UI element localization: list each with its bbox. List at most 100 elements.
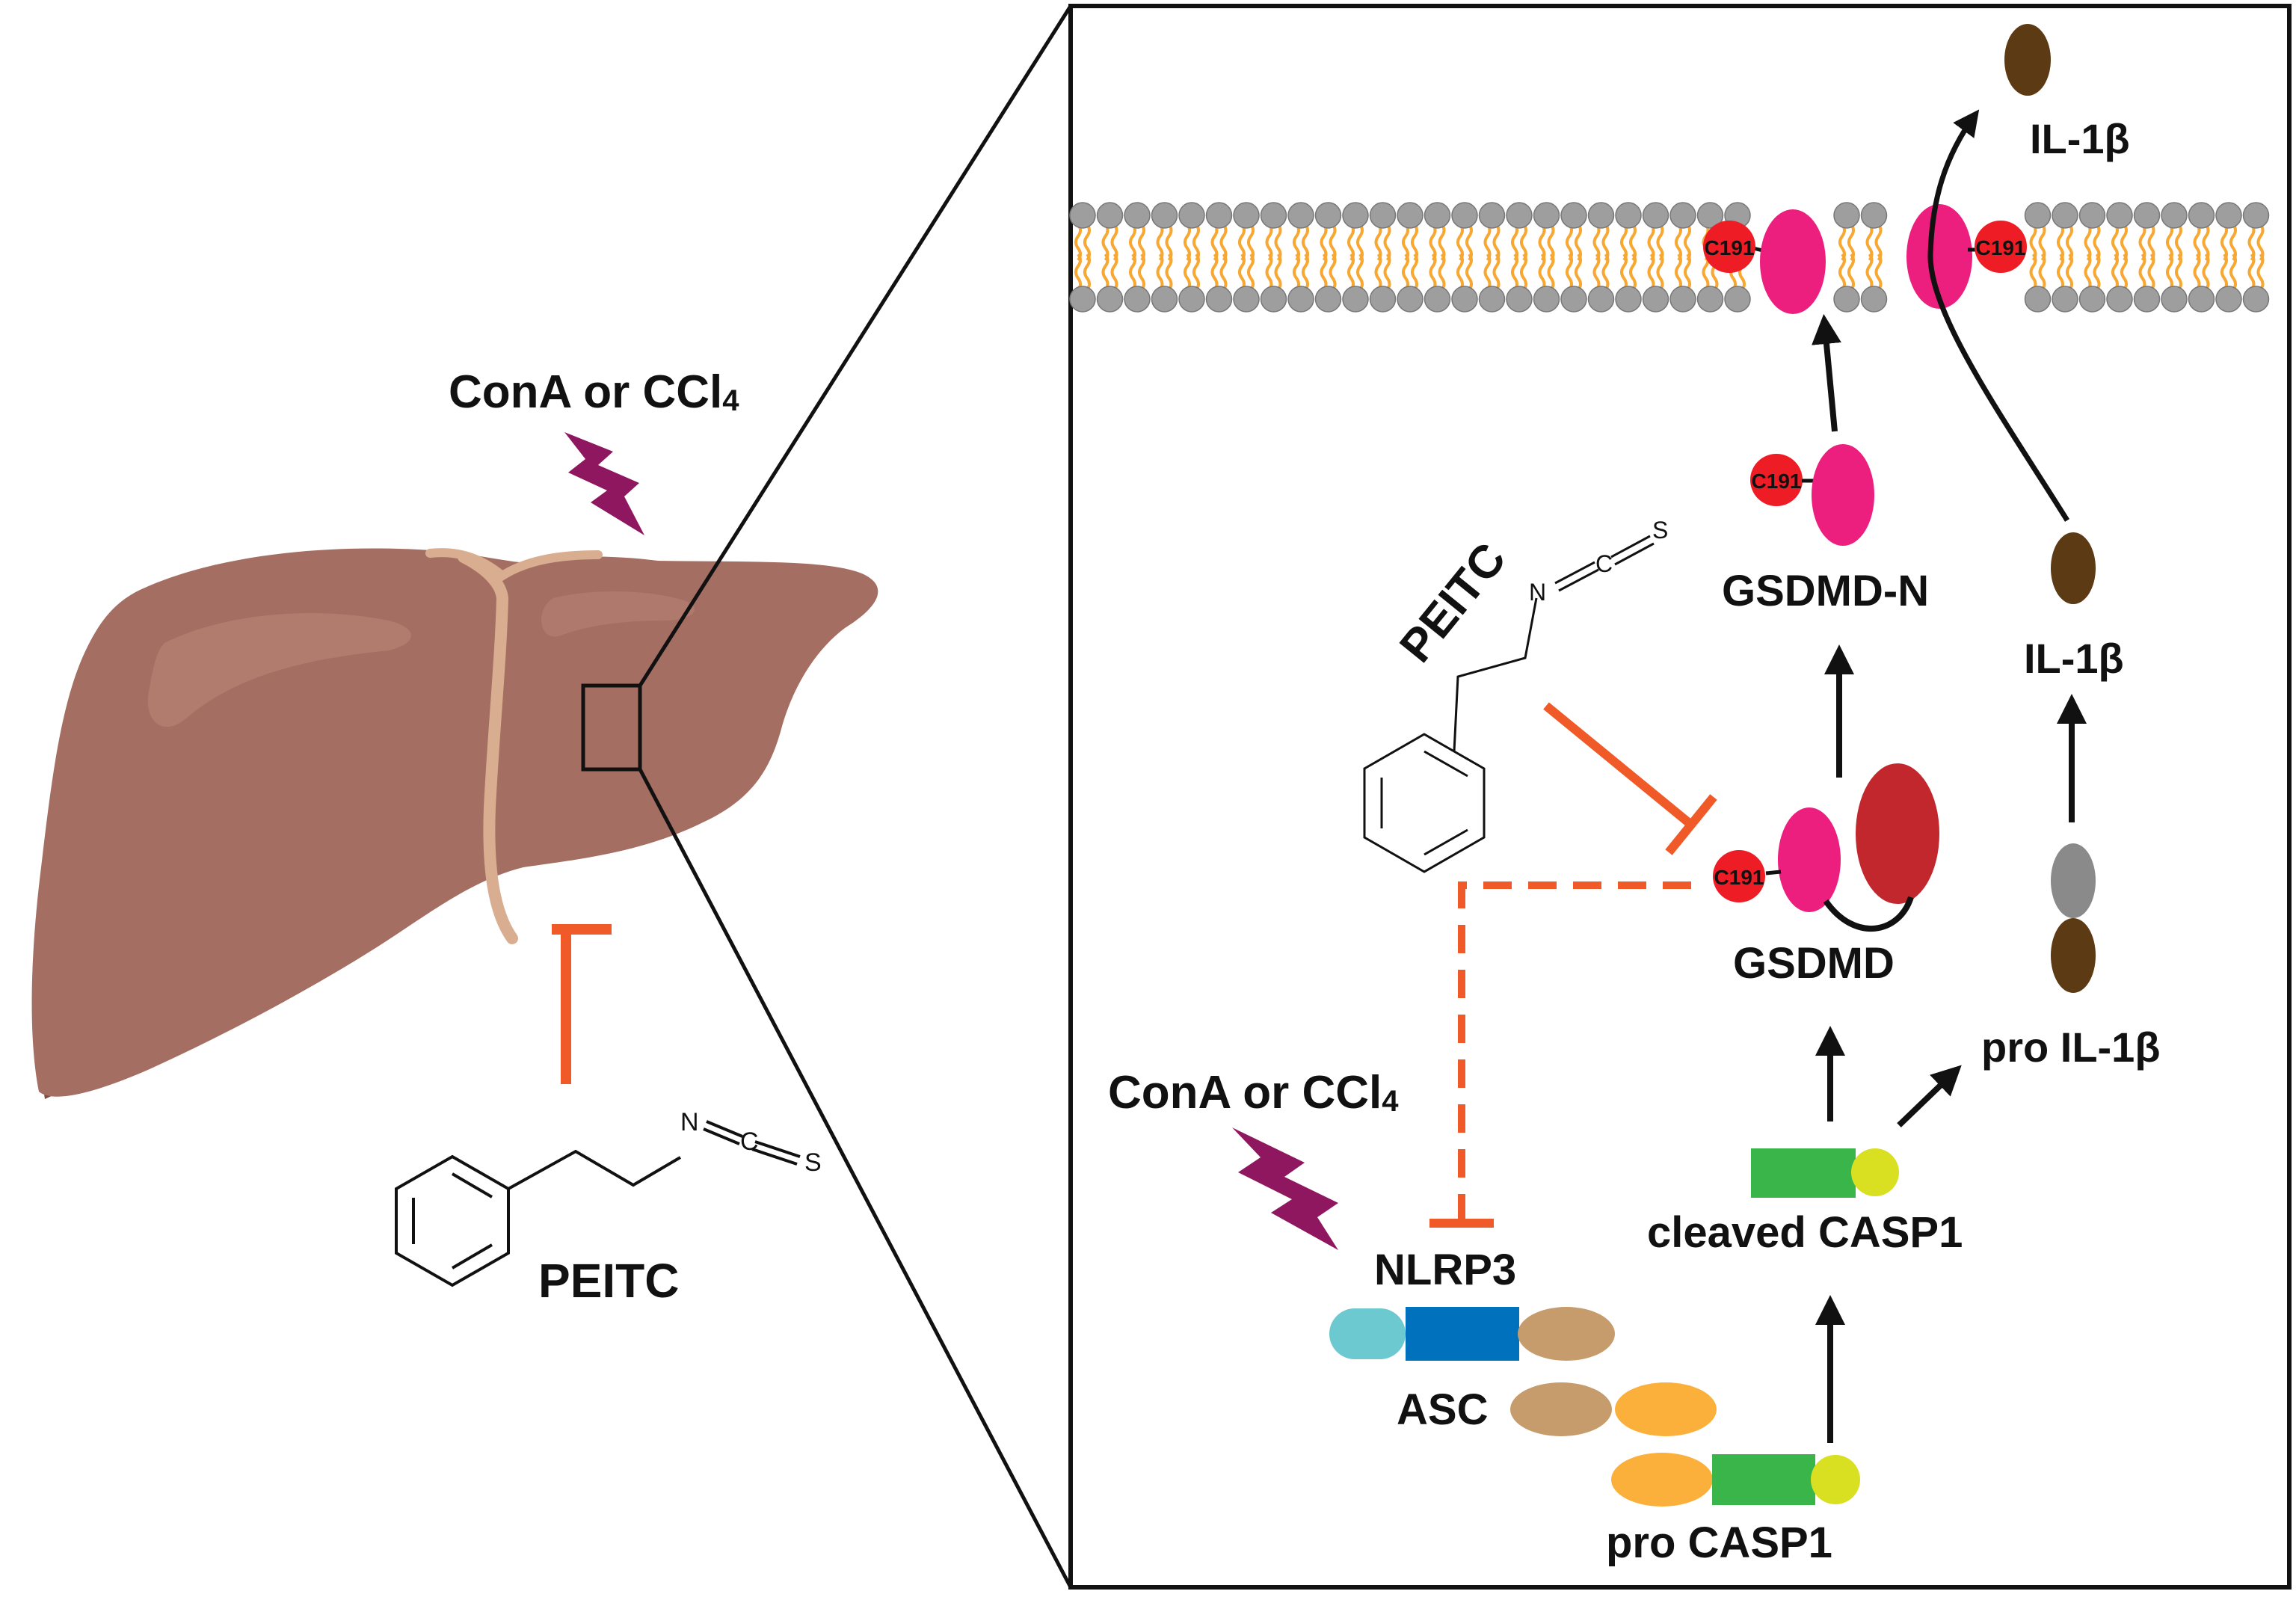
lipid-head-upper bbox=[1260, 202, 1287, 229]
benzene-double-3 bbox=[451, 1172, 493, 1198]
lipid-head-upper bbox=[2024, 202, 2052, 229]
lipid-tail-lower bbox=[1647, 253, 1655, 292]
gsdmd-n-label: GSDMD-N bbox=[1722, 567, 1929, 615]
lipid-tail-lower bbox=[1520, 253, 1527, 292]
lipid-tail-upper bbox=[1511, 223, 1518, 262]
lipid-tail-upper bbox=[2166, 223, 2173, 262]
lipid-tail-lower bbox=[1110, 253, 1118, 292]
lipid-head-lower bbox=[2161, 286, 2188, 313]
lipid-tail-upper bbox=[1383, 223, 1391, 262]
lipid-tail-lower bbox=[1601, 253, 1610, 292]
benzene-double-r2 bbox=[1424, 828, 1468, 856]
lipid-tail-upper bbox=[2256, 223, 2265, 262]
lipid-tail-upper bbox=[1492, 223, 1501, 262]
lipid-tail-lower bbox=[1274, 253, 1282, 292]
lipid-head-upper bbox=[1151, 202, 1178, 229]
lipid-tail-upper bbox=[1684, 223, 1691, 262]
cleaved-casp1-tip bbox=[1851, 1148, 1899, 1196]
il1b-released-label: IL-1β bbox=[2030, 115, 2130, 162]
lipid-tail-lower bbox=[1575, 253, 1582, 292]
c191-label-n: C191 bbox=[1752, 470, 1802, 493]
lipid-tail-lower bbox=[1156, 253, 1164, 292]
asc-pyd bbox=[1510, 1382, 1612, 1436]
lipid-tail-lower bbox=[1629, 253, 1637, 292]
lipid-tail-upper bbox=[1456, 223, 1464, 262]
liver-illustration bbox=[31, 548, 878, 1099]
chem-n-right: N bbox=[1529, 579, 1546, 606]
lipid-tail-lower bbox=[1620, 253, 1628, 292]
ethyl-chain-left bbox=[508, 1149, 682, 1190]
lipid-tail-lower bbox=[1656, 253, 1664, 292]
nlrp3-protein bbox=[1329, 1307, 1615, 1361]
lipid-tail-upper bbox=[1293, 223, 1300, 262]
lipid-head-upper bbox=[1069, 202, 1096, 229]
lipid-head-upper bbox=[1642, 202, 1669, 229]
inhibition-nlrp3 bbox=[1429, 881, 1691, 1228]
lipid-head-lower bbox=[1314, 286, 1342, 313]
lipid-tail-lower bbox=[1101, 253, 1109, 292]
pro-casp1-label: pro CASP1 bbox=[1606, 1518, 1832, 1567]
lipid-head-upper bbox=[1560, 202, 1587, 229]
c-s-double-rb bbox=[1614, 542, 1655, 566]
lipid-tail-lower bbox=[1138, 253, 1145, 292]
lipid-tail-lower bbox=[1847, 253, 1855, 292]
lipid-head-upper bbox=[1369, 202, 1397, 229]
lipid-head-upper bbox=[1342, 202, 1369, 229]
lipid-tail-lower bbox=[1838, 253, 1846, 292]
lipid-tail-upper bbox=[2202, 223, 2210, 262]
lipid-head-lower bbox=[2242, 286, 2270, 313]
dashed-inhibit-path bbox=[1458, 881, 1691, 1219]
lipid-head-lower bbox=[1124, 286, 1151, 313]
liver-body bbox=[31, 548, 878, 1097]
lipid-tail-lower bbox=[1083, 253, 1091, 292]
lipid-tail-lower bbox=[2147, 253, 2155, 292]
c191-link-gsdmd bbox=[1765, 870, 1782, 876]
lipid-tail-upper bbox=[1210, 223, 1219, 262]
lipid-head-lower bbox=[1260, 286, 1287, 313]
lipid-head-upper bbox=[1205, 202, 1233, 229]
lipid-head-lower bbox=[2078, 286, 2106, 313]
gsdmd-full-length: C191 bbox=[1713, 763, 1939, 932]
inhibit-cap-gsdmd bbox=[1665, 794, 1717, 855]
lipid-tail-lower bbox=[1247, 253, 1255, 292]
lipid-tail-lower bbox=[1429, 253, 1437, 292]
cell-membrane bbox=[1069, 202, 2270, 313]
c191-residue-gsdmd bbox=[1713, 850, 1765, 902]
lipid-head-upper bbox=[1124, 202, 1151, 229]
lipid-tail-lower bbox=[1492, 253, 1501, 292]
lipid-tail-lower bbox=[1511, 253, 1518, 292]
lipid-tail-upper bbox=[1656, 223, 1664, 262]
lipid-head-lower bbox=[1151, 286, 1178, 313]
lipid-head-lower bbox=[1369, 286, 1397, 313]
lipid-tail-upper bbox=[1238, 223, 1246, 262]
c191-label: C191 bbox=[1705, 236, 1755, 259]
lipid-tail-upper bbox=[1184, 223, 1191, 262]
zoom-line-top bbox=[638, 4, 1073, 687]
lipid-tail-lower bbox=[1411, 253, 1418, 292]
lipid-tail-lower bbox=[2166, 253, 2173, 292]
arrow-gsdmdn-to-membrane bbox=[1812, 314, 1841, 432]
chem-s-left: S bbox=[804, 1148, 822, 1177]
benzene-double-r3 bbox=[1424, 750, 1468, 778]
lipid-tail-lower bbox=[1374, 253, 1382, 292]
lipid-tail-upper bbox=[2057, 223, 2064, 262]
lipid-head-upper bbox=[1833, 202, 1860, 229]
lipid-tail-upper bbox=[1302, 223, 1309, 262]
lipid-tail-upper bbox=[1083, 223, 1091, 262]
c-s-double-ra bbox=[1610, 535, 1651, 559]
gsdmd-n-membrane bbox=[1760, 209, 1826, 314]
lipid-tail-upper bbox=[1347, 223, 1355, 262]
benzene-double-2 bbox=[451, 1243, 493, 1270]
lipid-tail-upper bbox=[1219, 223, 1228, 262]
lipid-tail-upper bbox=[2147, 223, 2155, 262]
lightning-bolt-icon bbox=[564, 432, 644, 535]
gsdmd-pore-left: C191 bbox=[1703, 209, 1826, 314]
lipid-tail-lower bbox=[1347, 253, 1355, 292]
lipid-head-upper bbox=[1669, 202, 1696, 229]
lipid-tail-lower bbox=[1265, 253, 1273, 292]
lipid-head-lower bbox=[1424, 286, 1451, 313]
lipid-head-upper bbox=[1478, 202, 1506, 229]
chem-c-left: C bbox=[740, 1127, 759, 1156]
lipid-tail-upper bbox=[1110, 223, 1118, 262]
